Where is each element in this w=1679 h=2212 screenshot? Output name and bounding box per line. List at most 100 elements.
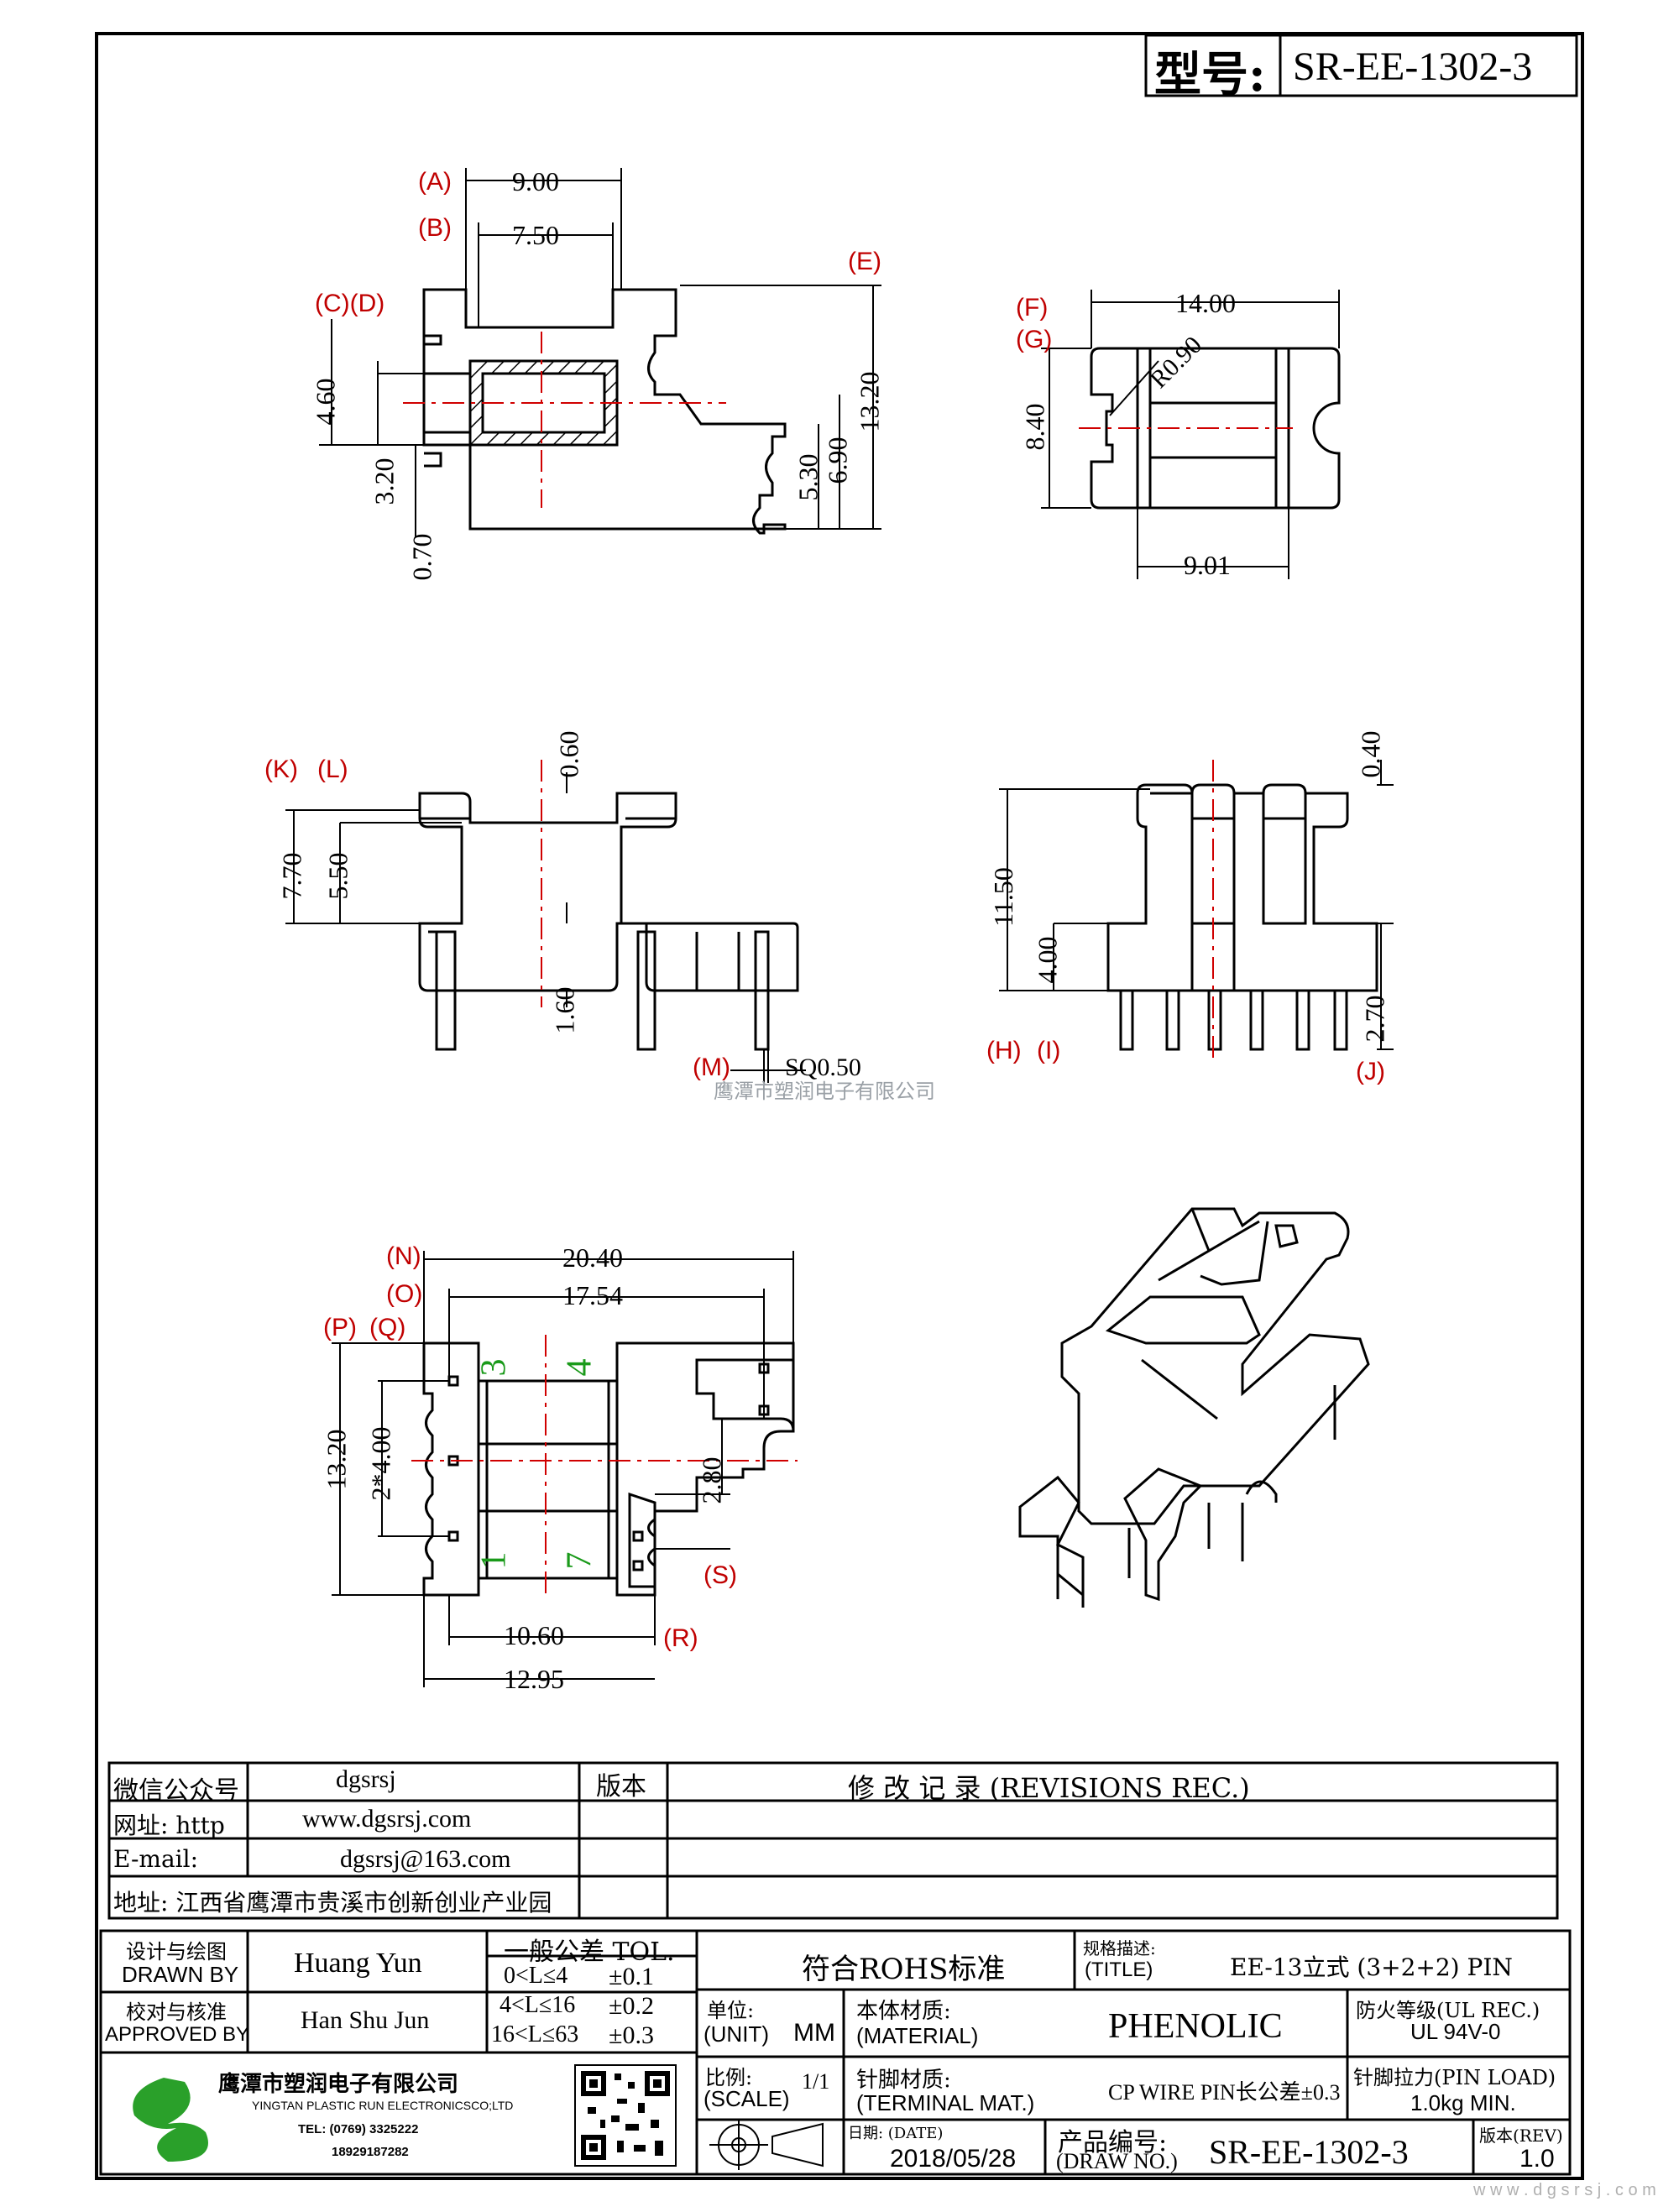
ref-l: (L) [317, 756, 348, 783]
pin-4-label: 4 [560, 1358, 599, 1377]
pin-3-label: 3 [474, 1358, 514, 1377]
company-cn: 鹰潭市塑润电子有限公司 [218, 2072, 459, 2097]
dim-20-40: 20.40 [562, 1242, 623, 1273]
ref-a: (A) [418, 168, 452, 196]
tol-value-3: ±0.3 [609, 2021, 654, 2049]
ref-j: (J) [1356, 1058, 1385, 1085]
material-cn: 本体材质: [856, 1999, 951, 2024]
approved-en: APPROVED BY [105, 2023, 250, 2046]
company-logo-icon [133, 2078, 208, 2162]
ref-f: (F) [1016, 294, 1049, 322]
dim-13-20-a: 13.20 [854, 371, 885, 432]
terminal-en: (TERMINAL MAT.) [856, 2090, 1035, 2115]
scale-en: (SCALE) [704, 2086, 790, 2111]
ref-q: (Q) [369, 1314, 406, 1341]
dim-0-40: 0.40 [1355, 730, 1386, 778]
terminal-value: CP WIRE PIN长公差±0.3 [1108, 2080, 1341, 2105]
pin-7-label: 7 [560, 1551, 599, 1570]
ref-p: (P) [323, 1314, 357, 1341]
sheet-border [95, 32, 1584, 2180]
dim-9-01: 9.01 [1184, 550, 1231, 580]
web-value: www.dgsrsj.com [302, 1805, 472, 1833]
dim-2x4-00: 2*4.00 [365, 1426, 396, 1501]
dim-14-00: 14.00 [1175, 288, 1236, 318]
ref-h: (H) [986, 1037, 1022, 1064]
front-view [418, 792, 799, 1051]
dim-4-00: 4.00 [1032, 936, 1063, 984]
dim-1-60: 1.60 [549, 986, 580, 1034]
model-label: 型号: [1154, 47, 1266, 102]
ref-r: (R) [663, 1624, 698, 1652]
pin-1-label: 1 [474, 1551, 514, 1570]
tol-value-1: ±0.1 [609, 1963, 654, 1990]
terminal-cn: 针脚材质: [856, 2068, 951, 2093]
qr-code-icon [574, 2064, 677, 2167]
rev-label: 版本(REV) [1479, 2126, 1563, 2146]
tol-range-2: 4<L≤16 [500, 1992, 576, 2018]
ref-e: (E) [848, 248, 881, 275]
material-value: PHENOLIC [1108, 2007, 1283, 2046]
fire-value: UL 94V-0 [1410, 2019, 1501, 2044]
dim-4-60: 4.60 [310, 378, 341, 426]
dim-8-40: 8.40 [1019, 403, 1050, 451]
scale-value: 1/1 [802, 2069, 830, 2094]
date-value: 2018/05/28 [890, 2145, 1017, 2173]
company-tel: TEL: (0769) 3325222 [298, 2122, 419, 2136]
dim-11-50: 11.50 [987, 867, 1018, 927]
drawno-en: (DRAW NO.) [1056, 2149, 1178, 2173]
tol-range-3: 16<L≤63 [491, 2021, 579, 2047]
title-value: EE-13立式 (3+2+2) PIN [1230, 1953, 1513, 1981]
company-en: YINGTAN PLASTIC RUN ELECTRONICSCO;LTD [252, 2099, 514, 2112]
info-table-grid [107, 1761, 1559, 1920]
dim-2-80: 2.80 [696, 1456, 727, 1504]
dim-6-90: 6.90 [822, 437, 853, 484]
isometric-view [1018, 1207, 1370, 1608]
drawno-cn: 产品编号: [1058, 2128, 1168, 2157]
address: 地址: 江西省鹰潭市贵溪市创新创业产业园 [113, 1889, 552, 1917]
tol-value-2: ±0.2 [609, 1992, 654, 2020]
title-block-grid [99, 1929, 1572, 2176]
ref-cd: (C)(D) [315, 290, 385, 317]
approved-cn: 校对与核准 [126, 2000, 227, 2024]
date-label: 日期: (DATE) [848, 2125, 944, 2142]
tol-range-1: 0<L≤4 [504, 1963, 568, 1989]
title-en: (TITLE) [1085, 1958, 1153, 1981]
dim-17-54: 17.54 [562, 1280, 623, 1310]
drawn-name: Huang Yun [294, 1948, 422, 1979]
unit-value: MM [793, 2019, 835, 2047]
company-mobile: 18929187282 [332, 2145, 409, 2159]
dim-2-70: 2.70 [1359, 995, 1390, 1043]
ref-k: (K) [264, 756, 298, 783]
email-value: dgsrsj@163.com [340, 1845, 511, 1873]
dim-5-30: 5.30 [792, 453, 824, 501]
dim-7-50: 7.50 [512, 220, 559, 250]
pin-load-value: 1.0kg MIN. [1410, 2090, 1516, 2115]
fire-cn: 防火等级(UL REC.) [1356, 1999, 1540, 2022]
dim-7-70: 7.70 [276, 852, 307, 900]
drawn-en: DRAWN BY [122, 1962, 239, 1987]
web-label: 网址: http [113, 1812, 225, 1839]
bottom-view [422, 1341, 795, 1597]
ref-g: (G) [1016, 326, 1053, 353]
drawno-value: SR-EE-1302-3 [1209, 2133, 1409, 2171]
ref-o: (O) [386, 1280, 423, 1308]
version-label: 版本 [596, 1772, 646, 1801]
wechat-value: dgsrsj [336, 1765, 396, 1793]
watermark: 鹰潭市塑润电子有限公司 [714, 1080, 935, 1103]
unit-en: (UNIT) [704, 2021, 769, 2047]
title-cn: 规格描述: [1083, 1938, 1156, 1958]
dim-5-50: 5.50 [322, 852, 353, 900]
ref-b: (B) [418, 214, 452, 242]
revisions-title: 修 改 记 录 (REVISIONS REC.) [848, 1772, 1250, 1804]
pin-load-cn: 针脚拉力(PIN LOAD) [1353, 2066, 1556, 2089]
scale-cn: 比例: [705, 2066, 753, 2089]
dim-sq0-50: SQ0.50 [785, 1054, 861, 1081]
material-en: (MATERIAL) [856, 2023, 979, 2048]
ref-i: (I) [1037, 1037, 1061, 1064]
dim-3-20: 3.20 [369, 458, 400, 505]
footer-mark: w w w . d g s r s j . c o m [1473, 2181, 1656, 2199]
model-number: SR-EE-1302-3 [1293, 44, 1533, 89]
rev-value: 1.0 [1519, 2145, 1555, 2173]
wechat-label: 微信公众号 [113, 1776, 239, 1806]
